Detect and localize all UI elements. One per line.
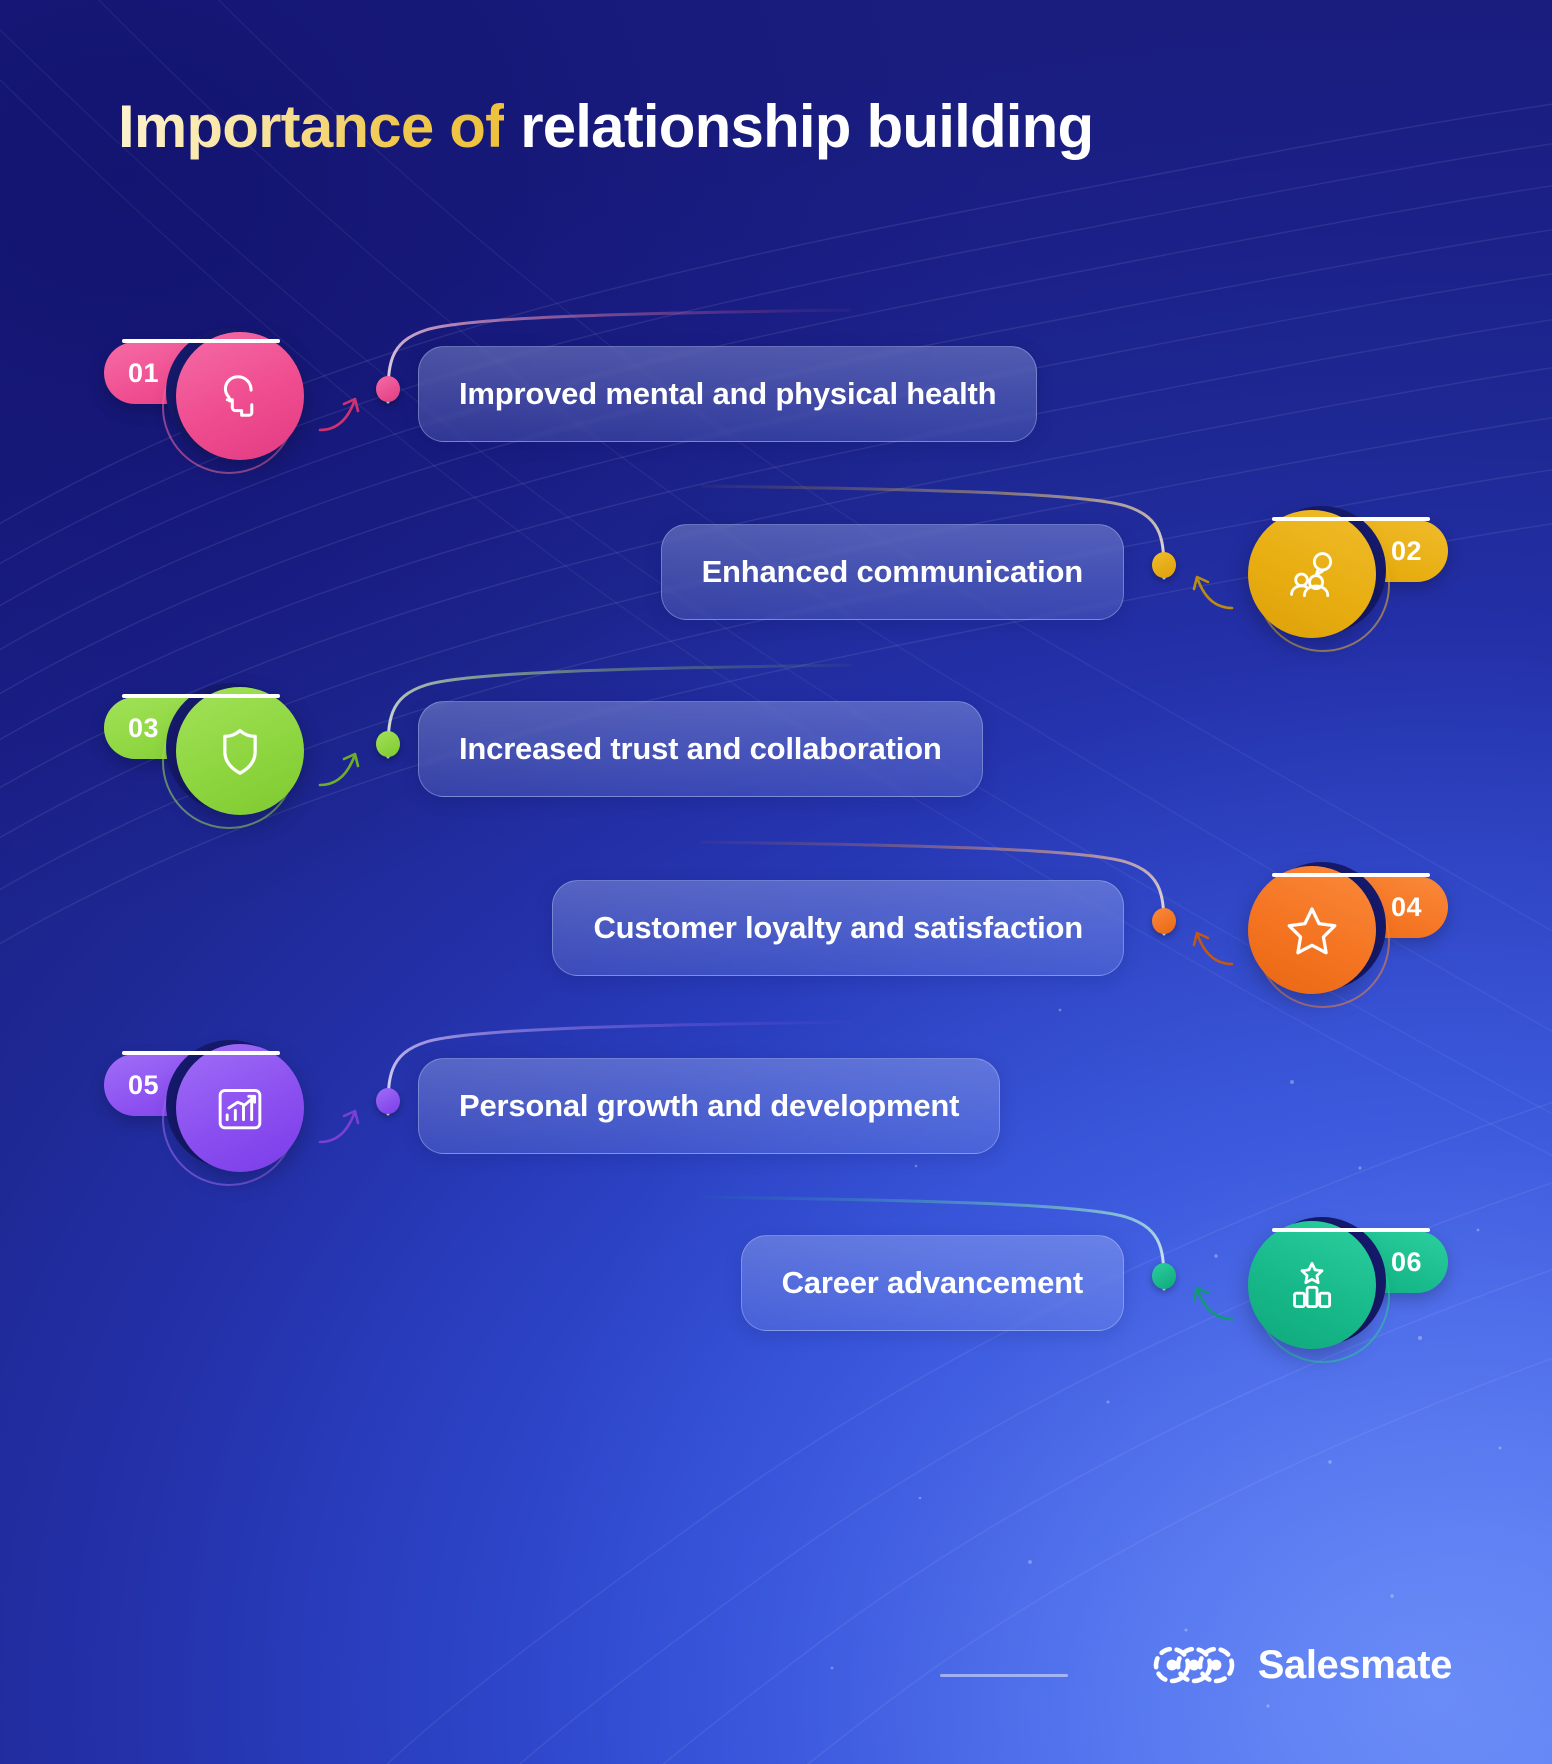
arrow-03 xyxy=(318,752,360,787)
star-icon xyxy=(1287,907,1337,955)
label-pill-06[interactable]: Career advancement xyxy=(740,1235,1124,1331)
connector-dot-06 xyxy=(1152,1263,1176,1289)
shield-icon xyxy=(223,728,257,775)
badge-number: 05 xyxy=(128,1069,160,1100)
icon-circle-04[interactable] xyxy=(1248,862,1390,1008)
people-chat-icon xyxy=(1290,552,1333,597)
list-item: 03 Increased trust and collaboration xyxy=(0,663,1552,843)
list-item: 06 Career advancement xyxy=(0,1195,1552,1377)
item-label: Improved mental and physical health xyxy=(459,376,997,411)
list-item: 05 Personal growth and development xyxy=(0,1020,1552,1200)
label-pill-01[interactable]: Improved mental and physical health xyxy=(418,346,1038,442)
brand-name: Salesmate xyxy=(1257,1642,1453,1687)
salesmate-logo-icon xyxy=(1153,1646,1234,1684)
badge-number: 03 xyxy=(128,712,160,743)
badge-number: 04 xyxy=(1390,891,1422,922)
label-pill-04[interactable]: Customer loyalty and satisfaction xyxy=(552,880,1124,976)
footer: Salesmate xyxy=(0,1604,1552,1764)
label-pill-02[interactable]: Enhanced communication xyxy=(660,524,1124,620)
arrow-05 xyxy=(318,1109,360,1144)
connector-dot-03 xyxy=(376,731,400,757)
item-label: Customer loyalty and satisfaction xyxy=(593,910,1083,945)
list-item: 04 Customer loyalty and satisfaction xyxy=(0,840,1552,1022)
title-highlight: Importance of xyxy=(118,93,505,160)
title-rest: relationship building xyxy=(520,93,1094,160)
footer-divider xyxy=(940,1674,1068,1677)
label-pill-03[interactable]: Increased trust and collaboration xyxy=(418,701,983,797)
brand-logo[interactable]: Salesmate xyxy=(1152,1640,1452,1690)
icon-circle-03[interactable] xyxy=(162,683,304,829)
star-bar-chart-icon xyxy=(1293,1262,1332,1308)
connector-dot-01 xyxy=(376,376,400,402)
page-title: Importance of relationship building xyxy=(118,92,1094,161)
bar-chart-growth-icon xyxy=(218,1089,262,1130)
arrow-01 xyxy=(318,397,360,432)
arrow-06 xyxy=(1192,1286,1234,1321)
badge-number: 01 xyxy=(128,357,160,388)
list-item: 02 Enhanced communication xyxy=(0,484,1552,666)
arrow-04 xyxy=(1192,931,1234,966)
label-pill-05[interactable]: Personal growth and development xyxy=(418,1058,1001,1154)
item-label: Increased trust and collaboration xyxy=(459,731,942,766)
icon-circle-02[interactable] xyxy=(1248,506,1390,652)
badge-number: 02 xyxy=(1390,535,1422,566)
connector-dot-05 xyxy=(376,1088,400,1114)
arrow-02 xyxy=(1192,575,1234,610)
badge-number: 06 xyxy=(1390,1246,1422,1277)
connector-dot-04 xyxy=(1152,908,1176,934)
item-label: Enhanced communication xyxy=(701,554,1084,589)
list-item: 01 Improved mental and physical health xyxy=(0,308,1552,488)
icon-circle-05[interactable] xyxy=(162,1040,304,1186)
icon-circle-06[interactable] xyxy=(1248,1217,1390,1363)
head-profile-icon xyxy=(223,375,254,417)
connector-dot-02 xyxy=(1152,552,1176,578)
item-label: Personal growth and development xyxy=(459,1088,960,1123)
item-label: Career advancement xyxy=(781,1265,1084,1300)
icon-circle-01[interactable] xyxy=(162,328,304,474)
